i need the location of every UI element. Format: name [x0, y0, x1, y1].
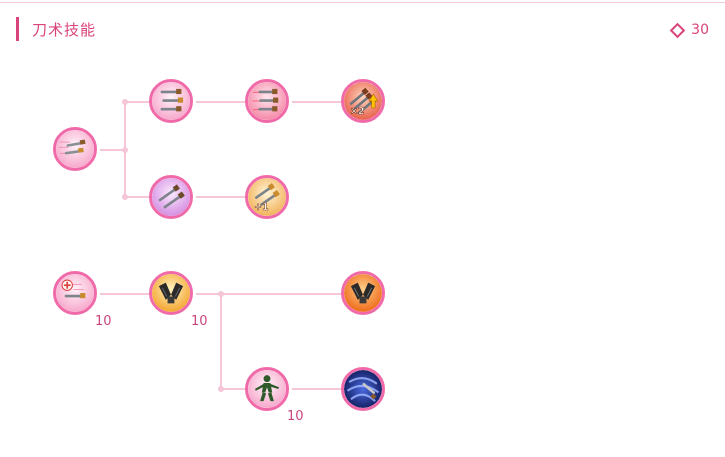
top-divider	[0, 2, 725, 3]
knife-plus-icon	[56, 274, 94, 312]
skill-points: 30	[669, 22, 709, 38]
svg-text:+1: +1	[254, 202, 269, 213]
skill-level-s7: 10	[95, 314, 112, 329]
arm-guard-icon	[152, 274, 190, 312]
twin-knives-purple-icon	[152, 178, 190, 216]
knives-x2-upgrade-icon: ×2	[344, 82, 382, 120]
skill-node-s10[interactable]	[245, 367, 289, 411]
skill-node-s2[interactable]	[149, 79, 193, 123]
page-title: 刀术技能	[32, 21, 97, 39]
skill-node-s6[interactable]: +1	[245, 175, 289, 219]
connector-dot	[122, 147, 128, 153]
skill-node-s5[interactable]	[149, 175, 193, 219]
connector-dot	[122, 194, 128, 200]
skill-node-s7[interactable]	[53, 271, 97, 315]
skill-node-s9[interactable]	[341, 271, 385, 315]
green-figure-icon	[248, 370, 286, 408]
header-accent-bar	[16, 17, 19, 41]
connector-dot	[218, 386, 224, 392]
throwing-knives-icon	[56, 130, 94, 168]
connector-dot	[218, 291, 224, 297]
arm-guard-orange-icon	[344, 274, 382, 312]
skill-level-s10: 10	[287, 409, 304, 424]
skill-level-s8: 10	[191, 314, 208, 329]
skill-node-s3[interactable]	[245, 79, 289, 123]
skill-node-s1[interactable]	[53, 127, 97, 171]
blue-vortex-icon	[344, 370, 382, 408]
skill-points-value: 30	[691, 22, 709, 38]
skill-node-s8[interactable]	[149, 271, 193, 315]
skill-node-s11[interactable]	[341, 367, 385, 411]
svg-text:×2: ×2	[350, 106, 365, 117]
knives-plus1-icon: +1	[248, 178, 286, 216]
skill-node-s4[interactable]: ×2	[341, 79, 385, 123]
triple-knives-red-icon	[248, 82, 286, 120]
connector-dot	[122, 99, 128, 105]
triple-knives-icon	[152, 82, 190, 120]
